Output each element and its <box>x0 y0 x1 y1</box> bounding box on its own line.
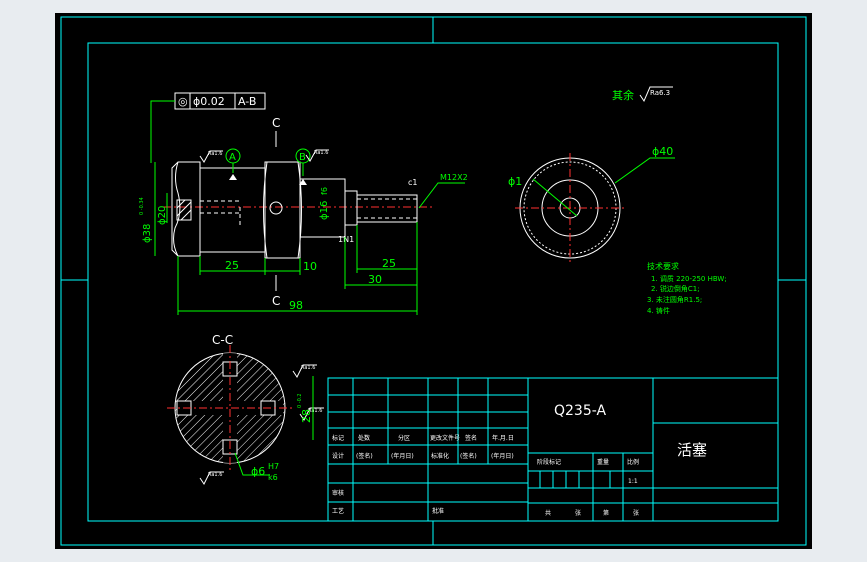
tolerance-datum: A-B <box>238 95 256 108</box>
dim-d6-fit-upper: H7 <box>268 462 279 471</box>
title-block-outline <box>327 377 779 522</box>
left-head-break <box>173 161 181 257</box>
tech-req-line-2: 2. 锐边倒角C1; <box>651 284 700 293</box>
tb-approve: 批准 <box>432 507 444 515</box>
dim-d38-label: ϕ38 <box>142 224 153 243</box>
dim-25a-label: 25 <box>225 259 239 272</box>
threaded-shaft <box>356 194 418 223</box>
roughness-label-2: Ra1.6 <box>314 150 328 156</box>
section-mark-top: C <box>272 116 280 130</box>
material-label: Q235-A <box>554 403 606 419</box>
dim-d40-label: ϕ40 <box>652 145 673 158</box>
concentricity-symbol: ◎ <box>178 95 188 108</box>
roughness-symbol-1 <box>199 150 223 163</box>
roughness-label-1: Ra1.6 <box>208 151 222 157</box>
tb-review: 审核 <box>332 489 344 497</box>
tech-req-line-3: 3. 未注圆角R1.5; <box>647 295 702 304</box>
cad-viewport[interactable]: ◎ ϕ0.02 A-B C C A B Ra1.6 Ra1.6 M12X2 c1… <box>55 13 812 549</box>
tb-total: 共 <box>545 509 551 517</box>
body-section-1 <box>199 167 266 253</box>
tb-header-date: 年.月.日 <box>492 434 514 442</box>
tech-req-line-4: 4. 铸件 <box>647 306 670 315</box>
tb-standard-date: (年月日) <box>491 452 514 460</box>
tb-sheet-no: 第 <box>603 509 609 517</box>
thread-leader <box>418 182 465 209</box>
d6-leader <box>234 452 270 476</box>
dim-25b-label: 25 <box>382 257 396 270</box>
dim-d1-label: ϕ1 <box>508 175 522 188</box>
datum-a-triangle <box>229 174 237 180</box>
left-grid <box>328 378 528 521</box>
section-roughness-2 <box>299 407 324 421</box>
section-roughness-label-1: Ra1.6 <box>301 365 315 371</box>
dim-30-label: 30 <box>368 273 382 286</box>
datum-b-triangle <box>299 179 307 185</box>
tech-req-title: 技术要求 <box>647 261 679 271</box>
tb-stage: 阶段标记 <box>537 458 561 466</box>
section-roughness-1 <box>292 364 317 378</box>
dim-small-label: 1N1 <box>338 235 354 244</box>
tolerance-value: ϕ0.02 <box>193 95 225 108</box>
tb-header-zone: 分区 <box>398 434 410 442</box>
tb-design: 设计 <box>332 452 344 460</box>
side-view: ϕ1 ϕ40 其余 Ra6.3 技术要求 1. 调质 220-250 HBW; … <box>508 86 727 315</box>
d40-leader <box>614 157 675 184</box>
main-view: ◎ ϕ0.02 A-B C C A B Ra1.6 Ra1.6 M12X2 c1… <box>139 92 468 315</box>
tb-process: 工艺 <box>332 507 344 515</box>
extension-lines <box>177 222 418 315</box>
section-title: C-C <box>212 333 233 347</box>
dim-28-label: 28 <box>300 409 313 423</box>
tb-header-mark: 标记 <box>332 434 344 442</box>
tb-standard: 标准化 <box>431 452 449 460</box>
tolerance-frame: ◎ ϕ0.02 A-B <box>150 92 266 163</box>
tech-req-line-1: 1. 调质 220-250 HBW; <box>651 274 727 283</box>
notch-hatch <box>176 199 192 221</box>
shoulder <box>344 190 358 226</box>
section-roughness-label-3: Ra1.6 <box>208 472 222 478</box>
dim-d38-tol: 0 -0.34 <box>139 197 145 215</box>
right-grid <box>528 452 778 521</box>
section-view: C-C Ra1.6 Ra1.6 Ra1.6 28 0 -0.2 ϕ6 H7 k6 <box>167 333 324 485</box>
section-mark-bottom: C <box>272 294 280 308</box>
section-pin-channel-h <box>177 401 283 415</box>
dim-10-label: 10 <box>303 260 317 273</box>
dim-d16-fit: f6 <box>320 187 329 195</box>
tb-weight: 重量 <box>597 458 609 466</box>
tb-design-date: (年月日) <box>391 452 414 460</box>
roughness-symbol-2 <box>305 149 329 162</box>
part-name-label: 活塞 <box>677 441 707 459</box>
rest-roughness-label: 其余 <box>612 88 634 102</box>
chamfer-label: c1 <box>408 178 418 187</box>
dim-d20-label: ϕ20 <box>157 206 168 225</box>
dim-28-tol: 0 -0.2 <box>297 393 303 408</box>
rest-roughness-value: Ra6.3 <box>650 89 670 97</box>
datum-b-label: B <box>299 152 306 163</box>
rest-roughness-symbol <box>639 86 673 103</box>
tb-sheets-2: 张 <box>633 509 639 517</box>
dim-d6-fit-lower: k6 <box>268 473 278 482</box>
title-block: Q235-A 活塞 标记 处数 分区 更改文件号 签名 年.月.日 设计 (签名… <box>327 377 779 522</box>
tb-header-count: 处数 <box>358 434 370 442</box>
hidden-bore <box>200 200 241 228</box>
dim-d6-label: ϕ6 <box>251 465 265 478</box>
datum-a-label: A <box>229 152 236 163</box>
section-roughness-label-2: Ra1.6 <box>308 408 322 414</box>
d1-leader <box>532 178 578 217</box>
tb-scale-label: 比例 <box>627 458 639 466</box>
section-roughness-3 <box>199 471 224 485</box>
thread-label: M12X2 <box>440 173 468 182</box>
drawing-canvas: ◎ ϕ0.02 A-B C C A B Ra1.6 Ra1.6 M12X2 c1… <box>60 16 807 546</box>
tb-scale-value: 1:1 <box>628 478 638 485</box>
tb-header-sign: 签名 <box>465 434 477 442</box>
tb-standard-sign: (签名) <box>460 452 477 460</box>
dim-d16-label: ϕ16 <box>319 201 330 220</box>
tb-sheets-1: 张 <box>575 509 581 517</box>
groove-curve <box>263 161 302 259</box>
tb-header-change: 更改文件号 <box>430 434 460 442</box>
dim-98-label: 98 <box>289 299 303 312</box>
tb-design-sign: (签名) <box>356 452 373 460</box>
left-head <box>171 161 201 257</box>
pin-hole <box>269 201 283 215</box>
